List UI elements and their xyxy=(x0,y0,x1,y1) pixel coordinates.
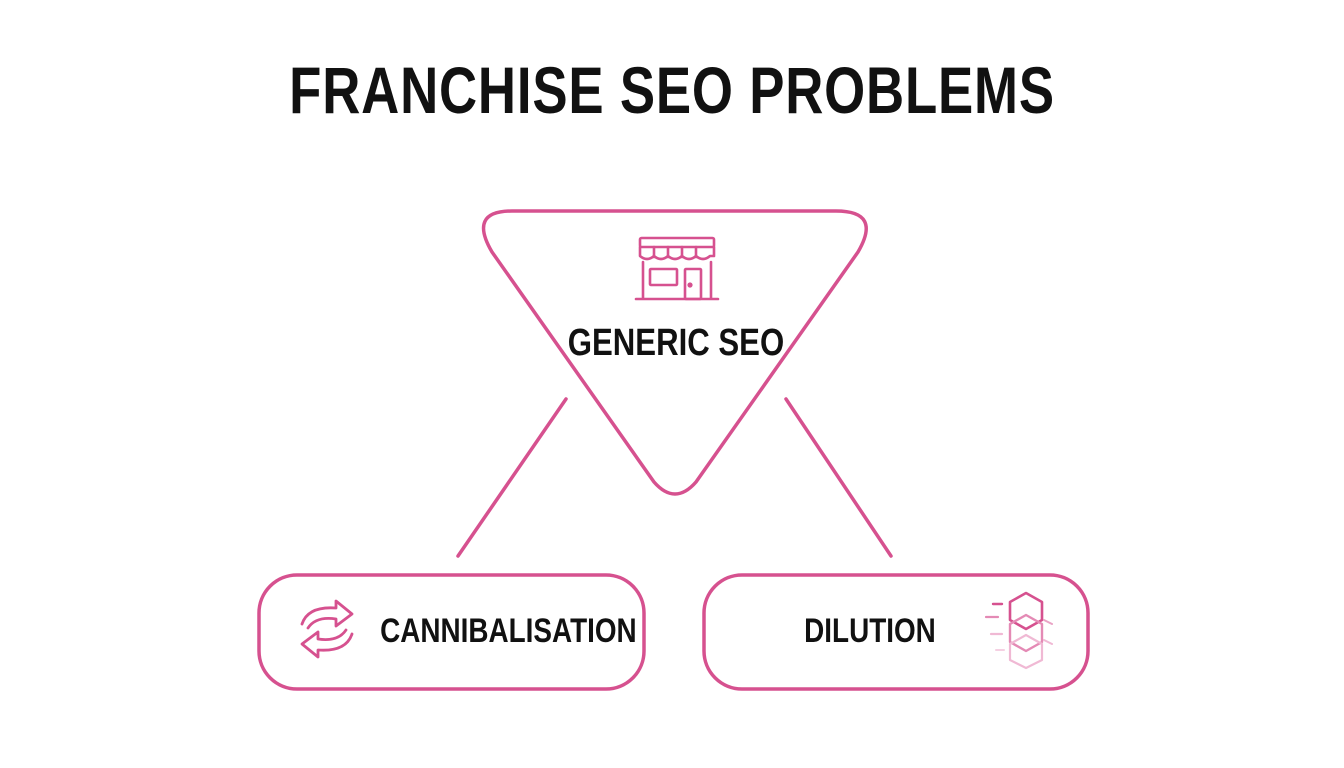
node-box-cannibalisation xyxy=(257,573,646,691)
connector-left xyxy=(456,397,568,558)
node-label-cannibalisation: CANNIBALISATION xyxy=(380,612,637,650)
storefront-icon xyxy=(634,236,720,301)
node-label-generic-seo: GENERIC SEO xyxy=(567,322,785,364)
page-title: FRANCHISE SEO PROBLEMS xyxy=(289,53,1055,127)
triangle-node-generic-seo xyxy=(481,209,868,496)
node-label-dilution: DILUTION xyxy=(804,612,936,650)
connector-right xyxy=(784,397,893,558)
fading-hexagon-stack-icon xyxy=(984,591,1053,670)
cycle-arrows-icon xyxy=(300,599,354,659)
